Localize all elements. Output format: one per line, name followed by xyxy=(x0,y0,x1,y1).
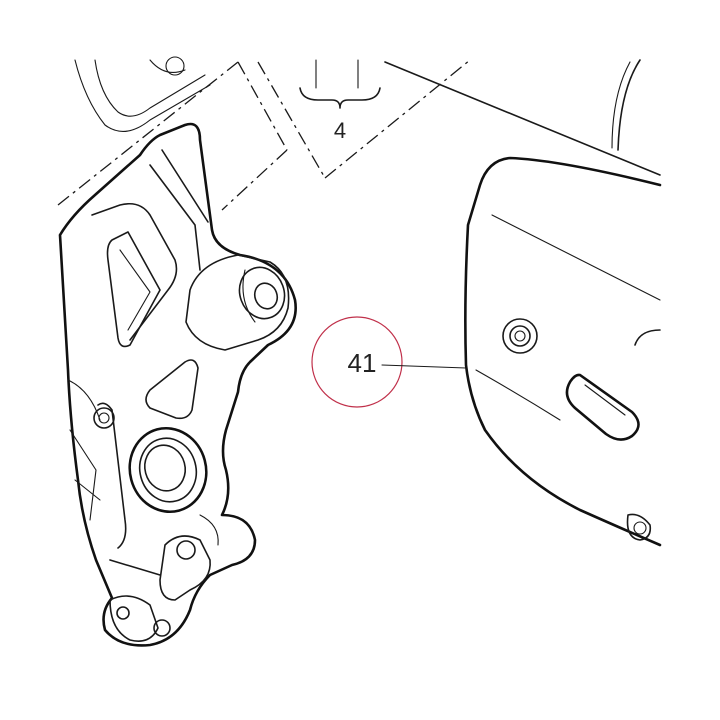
footrest-bracket xyxy=(58,122,297,647)
lower-pivot-boss xyxy=(128,426,208,514)
part-41-cover xyxy=(464,156,662,547)
assembly-reference-lines xyxy=(57,59,471,211)
reference-group-label: 4 xyxy=(334,118,346,143)
background-housing xyxy=(384,59,661,176)
callout-label: 41 xyxy=(348,348,377,378)
footpeg-linkage xyxy=(109,514,219,642)
callout-circle xyxy=(311,316,403,408)
upper-pivot-boss xyxy=(185,254,290,351)
reference-group-4: 4 xyxy=(299,59,381,143)
upper-frame-detail xyxy=(74,56,211,132)
small-pivot-left xyxy=(93,407,115,429)
callout-41: 41 xyxy=(311,316,467,408)
callout-leader-line xyxy=(381,364,467,369)
